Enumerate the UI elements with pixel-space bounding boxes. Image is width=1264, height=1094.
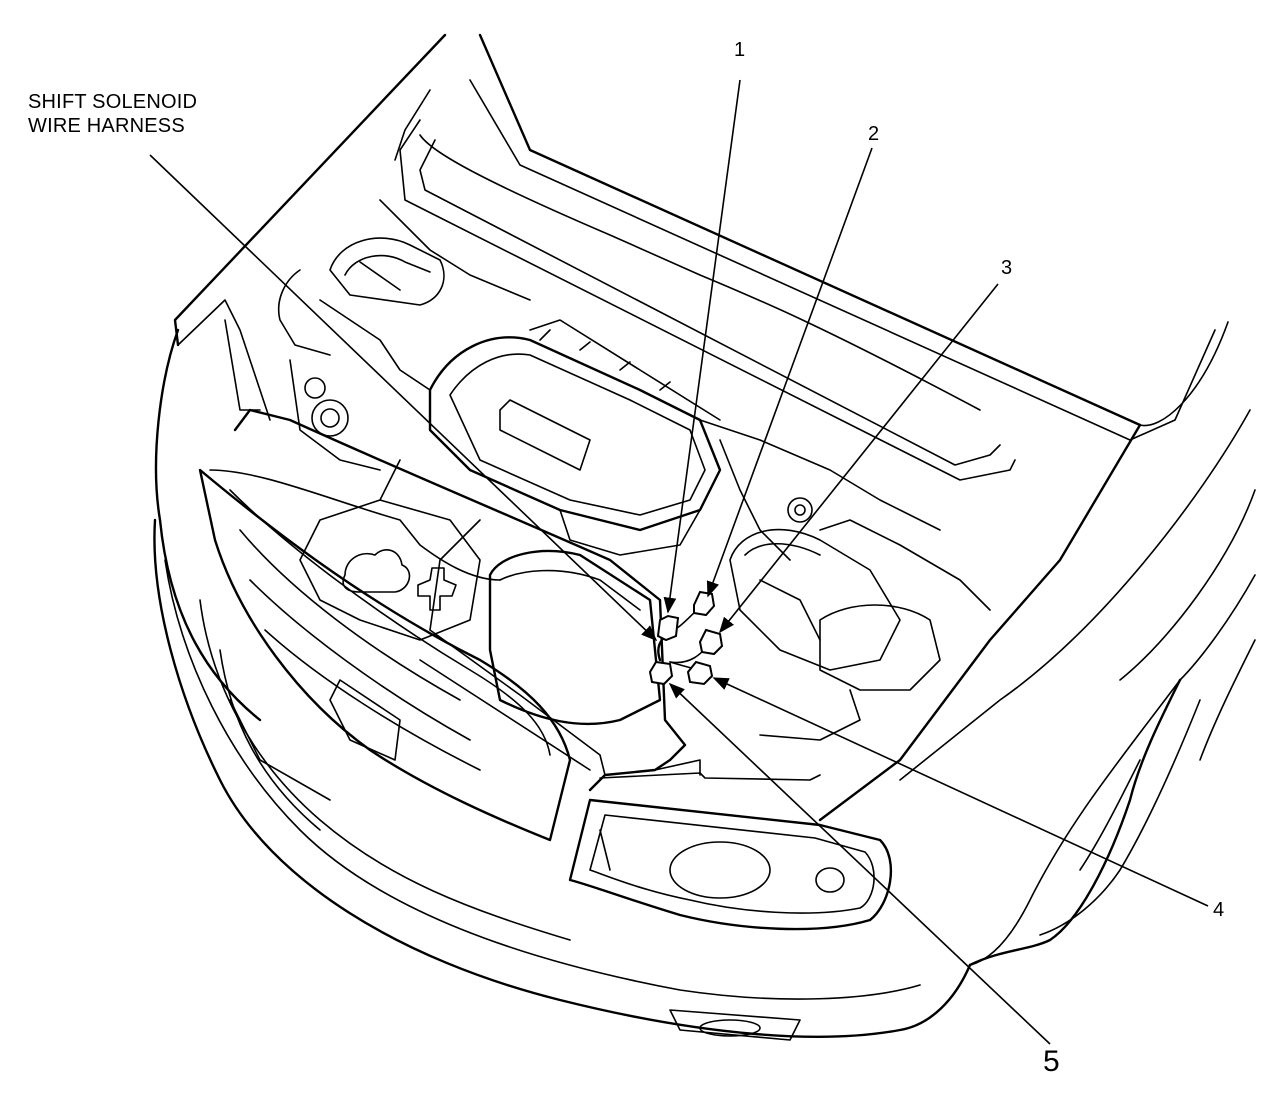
harness-label-line-2: WIRE HARNESS (28, 115, 185, 137)
intake-components (699, 419, 991, 741)
connector-1 (656, 614, 680, 642)
air-cleaner (419, 519, 662, 776)
grille (198, 468, 572, 842)
leader-3 (719, 283, 999, 634)
headlight (568, 798, 893, 931)
battery (299, 459, 481, 641)
callout-3: 3 (1001, 257, 1013, 279)
callout-5: 5 (1043, 1045, 1060, 1078)
harness-label-line-1: SHIFT SOLENOID (28, 91, 198, 113)
leader-1 (663, 79, 741, 614)
leader-harness (149, 154, 658, 642)
leader-5 (668, 682, 1051, 1045)
connector-2 (693, 590, 716, 617)
callout-1: 1 (734, 39, 746, 61)
callout-4: 4 (1213, 899, 1225, 921)
radiator-support (209, 408, 821, 792)
callout-2: 2 (868, 123, 880, 145)
engine-cover (428, 319, 722, 556)
hood (173, 33, 1229, 481)
body-outline (154, 299, 1256, 967)
connector-3 (698, 628, 724, 656)
leader-2 (706, 147, 873, 598)
front-bumper (153, 518, 972, 1041)
reservoir (278, 199, 531, 471)
connector-5 (648, 660, 674, 686)
leader-4 (712, 677, 1209, 907)
shift-solenoid-harness-label: SHIFT SOLENOID WIRE HARNESS (28, 90, 197, 138)
connector-4 (686, 660, 714, 686)
